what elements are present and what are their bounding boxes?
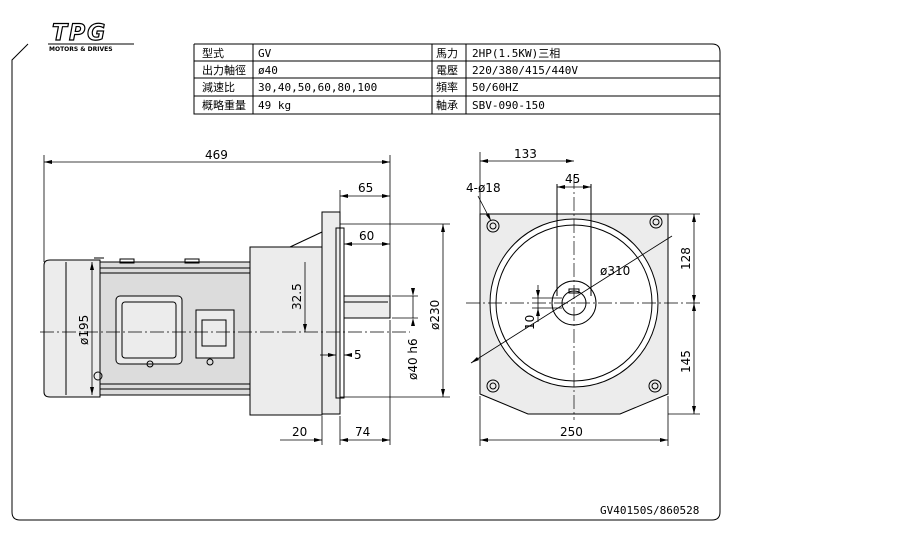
spec-value-bearing: SBV-090-150 [472,99,545,112]
spec-label-shaft: 出力軸徑 [202,63,246,77]
spec-label-frequency: 頻率 [436,80,458,94]
dim-20: 20 [292,425,307,439]
dim-128: 128 [679,247,693,270]
dim-230: ø230 [428,300,442,330]
side-view: 469 65 60 32.5 ø195 5 ø40 h6 ø [40,148,450,445]
spec-value-voltage: 220/380/415/440V [472,64,578,77]
spec-value-weight: 49 kg [258,99,291,112]
spec-label-voltage: 電壓 [436,64,458,77]
spec-value-frequency: 50/60HZ [472,81,519,94]
output-flange [321,211,341,415]
dim-65: 65 [358,181,373,195]
dim-shaft-diameter: ø40 h6 [406,338,420,380]
dim-pcd: ø310 [600,264,630,278]
spec-label-weight: 概略重量 [202,98,246,112]
dim-10: 10 [523,315,537,330]
dim-74: 74 [355,425,370,439]
dim-32-5: 32.5 [290,283,304,310]
dim-overall-length: 469 [205,148,228,162]
spec-label-bearing: 軸承 [436,98,458,112]
ground-screw-icon [93,371,103,381]
spec-value-model: GV [258,47,272,60]
spec-label-model: 型式 [202,46,224,60]
front-view: 133 45 4-ø18 ø310 10 128 145 250 [466,147,700,446]
logo-text: TPG [52,21,107,46]
mount-holes [486,215,663,393]
spec-value-ratio: 30,40,50,60,80,100 [258,81,377,94]
dim-5: 5 [354,348,362,362]
logo-tagline: MOTORS & DRIVES [49,46,113,53]
motor-end-cap [43,259,101,398]
sheet-border [11,43,721,521]
dim-45: 45 [565,172,580,186]
output-shaft [343,295,391,319]
spec-value-power: 2HP(1.5KW)三相 [472,47,560,60]
brand-logo: TPG MOTORS & DRIVES [47,19,134,53]
dim-60: 60 [359,229,374,243]
dim-mount-holes: 4-ø18 [466,181,501,195]
spec-label-power: 馬力 [436,47,458,60]
dim-motor-diameter: ø195 [77,315,91,345]
drawing-number: GV40150S/860528 [600,504,699,517]
gearbox-housing [249,246,323,416]
dim-133: 133 [514,147,537,161]
dim-145: 145 [679,350,693,373]
dim-250: 250 [560,425,583,439]
spec-value-shaft: ø40 [258,64,278,77]
spec-table: 型式 GV 馬力 2HP(1.5KW)三相 出力軸徑 ø40 電壓 220/38… [193,44,720,115]
spec-label-ratio: 減速比 [202,80,235,94]
